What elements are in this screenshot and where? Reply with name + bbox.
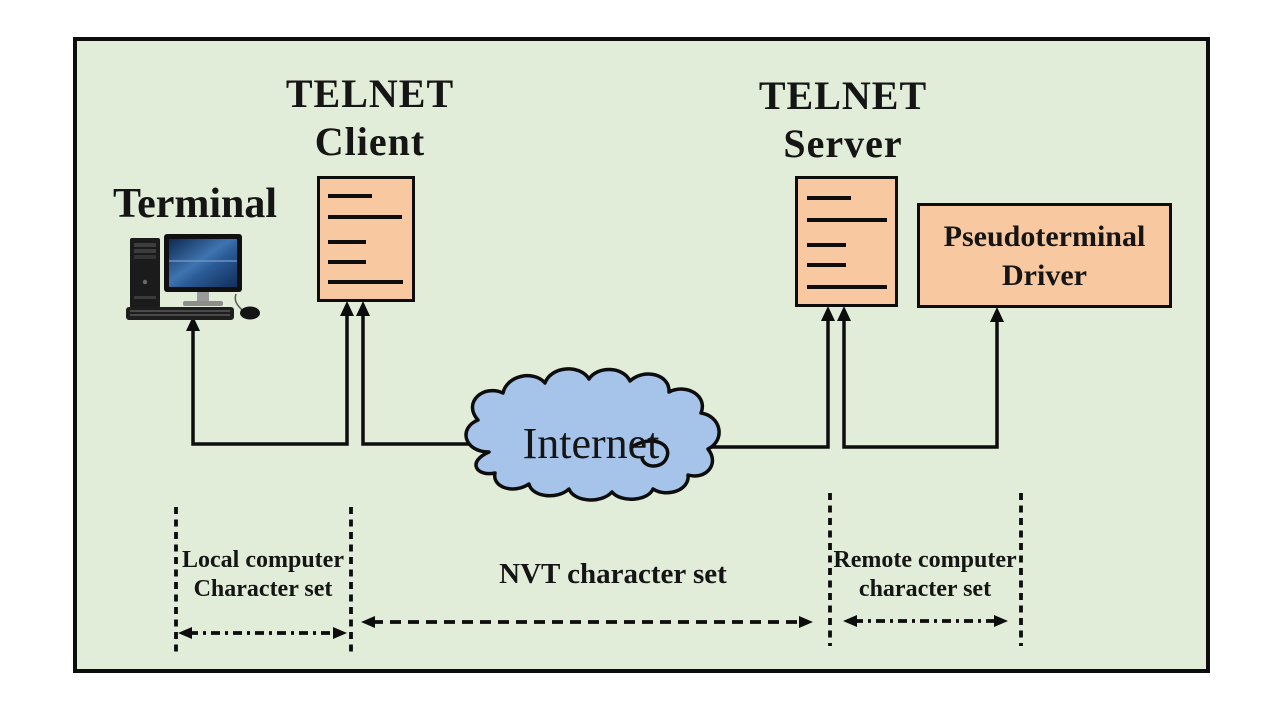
remote-charset-label: Remote computer character set [815, 546, 1035, 604]
remote-charset-line1: Remote computer [833, 547, 1017, 573]
telnet-server-title-line1: TELNET [758, 73, 928, 118]
local-charset-label: Local computer Character set [153, 546, 373, 604]
document-line [807, 285, 887, 289]
pseudoterminal-driver-box: Pseudoterminal Driver [917, 203, 1172, 308]
remote-charset-line2: character set [858, 576, 992, 602]
telnet-client-title-line2: Client [314, 119, 426, 164]
telnet-server-box [795, 176, 898, 307]
document-line [328, 280, 403, 284]
pseudoterminal-driver-line1: Pseudoterminal [943, 219, 1146, 253]
telnet-client-title-line1: TELNET [285, 71, 455, 116]
document-line [328, 215, 402, 219]
document-line [807, 218, 887, 222]
document-line [328, 194, 372, 198]
document-line [807, 196, 851, 200]
document-line [807, 263, 846, 267]
telnet-client-title: TELNET Client [280, 70, 460, 166]
document-line [807, 243, 846, 247]
nvt-charset-text: NVT character set [499, 558, 727, 590]
document-line [328, 240, 366, 244]
telnet-server-title: TELNET Server [753, 72, 933, 168]
pseudoterminal-driver-line2: Driver [1002, 258, 1087, 292]
local-charset-line2: Character set [193, 576, 333, 602]
local-charset-line1: Local computer [182, 547, 344, 573]
terminal-label: Terminal [112, 181, 278, 227]
nvt-charset-label: NVT character set [453, 558, 773, 591]
telnet-server-title-line2: Server [783, 121, 903, 166]
telnet-client-box [317, 176, 415, 302]
document-line [328, 260, 366, 264]
